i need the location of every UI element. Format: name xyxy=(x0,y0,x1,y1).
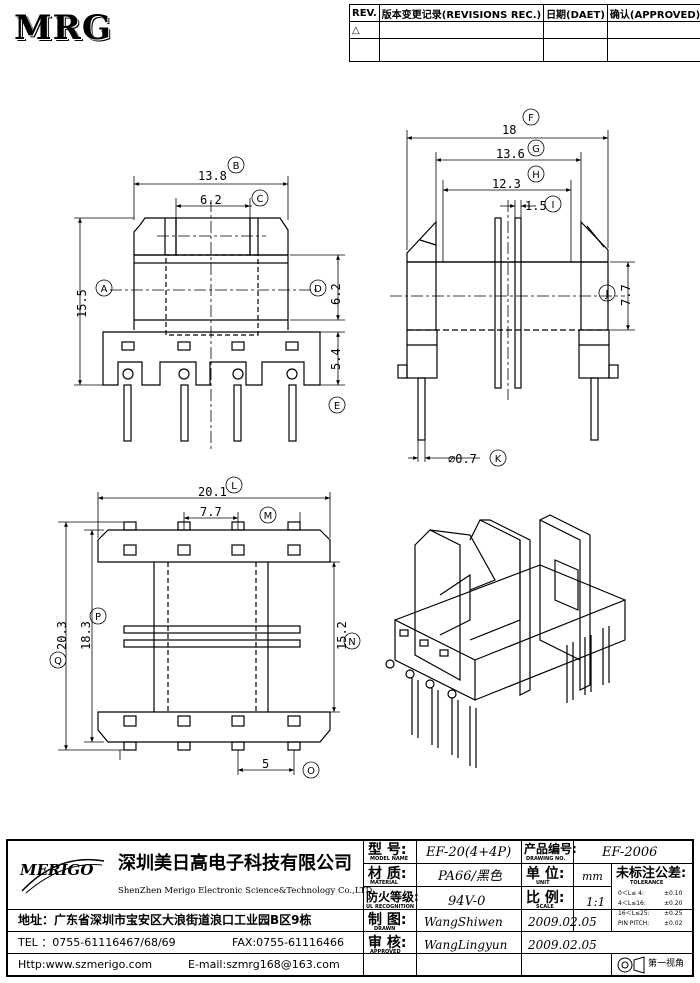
bottom-view-dims xyxy=(49,476,361,779)
material-sub: MATERIAL xyxy=(370,880,399,886)
letter-H: H xyxy=(532,170,540,181)
tolerance-range-2: 4＜L≤16: xyxy=(618,900,646,907)
letter-N: N xyxy=(348,637,355,648)
company-fax: FAX:0755-61116466 xyxy=(232,936,345,949)
tolerance-range-1: 0＜L≤ 4: xyxy=(618,890,644,897)
dim-N-value: 15.2 xyxy=(335,621,349,650)
tolerance-value-1: ±0.10 xyxy=(664,890,683,897)
dim-Q-value: 20.3 xyxy=(55,621,69,650)
dim-L-value: 20.1 xyxy=(198,485,227,499)
front-view-dims xyxy=(74,156,346,414)
flame-label: 防火等级: xyxy=(366,890,419,904)
company-name-cn: 深圳美日高电子科技有限公司 xyxy=(118,853,352,874)
company-tel: TEL ：0755-61116467/68/69 xyxy=(18,936,176,949)
letter-F: F xyxy=(528,113,534,124)
checked-value: WangLingyun xyxy=(424,938,508,952)
letter-M: M xyxy=(264,511,273,522)
letter-K: K xyxy=(495,454,502,465)
drawn-label: 制 图: xyxy=(368,912,407,928)
dim-C-value: 6.2 xyxy=(200,193,222,207)
checked-label: 审 核: xyxy=(368,935,407,951)
projection-symbol-icon xyxy=(617,956,645,974)
dim-E-value: 5.4 xyxy=(329,348,343,370)
scale-value: 1:1 xyxy=(586,895,606,909)
scale-label: 比 例: xyxy=(526,890,565,906)
bottom-view xyxy=(97,521,331,751)
tolerance-label: 未标注公差: xyxy=(616,866,687,881)
isometric-view xyxy=(385,514,626,768)
tolerance-range-3: 16＜L≤25: xyxy=(618,910,650,917)
dim-G-value: 13.6 xyxy=(496,147,525,161)
dim-M-value: 7.7 xyxy=(200,505,222,519)
flame-sub: UL RECOGNITION xyxy=(366,904,415,910)
projection-label: 第一视角 xyxy=(648,959,685,969)
letter-J: J xyxy=(605,289,609,300)
rev-cell xyxy=(606,38,700,62)
letter-D: D xyxy=(314,284,322,295)
letter-A: A xyxy=(101,284,108,295)
letter-Q: Q xyxy=(54,656,62,667)
letter-B: B xyxy=(233,161,240,172)
unit-label: 单 位: xyxy=(526,866,565,882)
model-value: EF-20(4+4P) xyxy=(426,845,512,860)
dim-O-value: 5 xyxy=(262,757,269,771)
bobbin-drawing: 13.8 6.2 15.5 6.2 5.4 18 13.6 12.3 1.5 7… xyxy=(49,108,635,779)
letter-C: C xyxy=(257,194,264,205)
rev-cell xyxy=(378,38,545,62)
scale-sub: SCALE xyxy=(536,904,554,910)
side-view-dims xyxy=(406,108,635,467)
dim-J-value: 7.7 xyxy=(619,284,633,306)
company-name-en: ShenZhen Merigo Electronic Science&Techn… xyxy=(118,886,373,896)
dim-I-value: 1.5 xyxy=(525,199,547,213)
dim-H-value: 12.3 xyxy=(492,177,521,191)
letter-O: O xyxy=(307,766,315,777)
drawing-no-label: 产品编号: xyxy=(524,842,577,856)
dim-F-value: 18 xyxy=(502,123,516,137)
rev-cell xyxy=(543,38,608,62)
dim-P-value: 18.3 xyxy=(79,621,93,650)
unit-sub: UNIT xyxy=(536,880,550,886)
checked-sub: APPROVED xyxy=(370,949,401,955)
model-sub: MODEL NAME xyxy=(370,856,409,862)
tolerance-value-4: ±0.02 xyxy=(664,920,683,927)
title-block: MERIGO 深圳美日高电子科技有限公司 ShenZhen Merigo Ele… xyxy=(6,839,694,977)
merigo-swoosh-icon xyxy=(21,858,105,894)
dim-K-value: ⌀0.7 xyxy=(448,452,477,466)
letter-L: L xyxy=(231,481,237,492)
letter-I: I xyxy=(552,200,555,211)
revisions-table: REV. 版本变更记录(REVISIONS REC.) 日期(DAET) 确认(… xyxy=(349,4,700,62)
letter-P: P xyxy=(95,612,101,623)
letter-E: E xyxy=(334,401,340,412)
flame-value: 94V-0 xyxy=(448,894,486,909)
mrg-logo: MRG xyxy=(14,8,112,48)
material-value: PA66/黑色 xyxy=(438,869,502,884)
company-address: 地址：广东省深圳市宝安区大浪街道浪口工业园B区9栋 xyxy=(18,913,312,927)
tolerance-sub: TOLERANCE xyxy=(630,880,664,886)
drawn-value: WangShiwen xyxy=(424,915,503,929)
side-view xyxy=(390,200,625,441)
letter-G: G xyxy=(532,144,540,155)
tolerance-value-2: ±0.20 xyxy=(664,900,683,907)
front-view xyxy=(102,200,321,450)
rev-cell xyxy=(349,38,380,62)
drawn-date: 2009.02.05 xyxy=(528,915,597,929)
drawn-sub: DRAWN xyxy=(374,926,396,932)
dim-B-value: 13.8 xyxy=(198,169,227,183)
model-label: 型 号: xyxy=(368,842,407,858)
dim-A-value: 15.5 xyxy=(75,289,89,318)
unit-value: mm xyxy=(582,870,603,883)
tolerance-value-3: ±0.25 xyxy=(664,910,683,917)
checked-date: 2009.02.05 xyxy=(528,938,597,952)
drawing-no-sub: DRAWING NO. xyxy=(526,856,566,862)
company-email-link[interactable]: E-mail:szmrg168@163.com xyxy=(188,958,340,971)
material-label: 材 质: xyxy=(368,866,407,882)
company-website-link[interactable]: Http:www.szmerigo.com xyxy=(18,958,153,971)
dim-D-value: 6.2 xyxy=(329,283,343,305)
tolerance-range-4: PIN PITCH: xyxy=(618,920,650,927)
drawing-no-value: EF-2006 xyxy=(602,845,658,860)
